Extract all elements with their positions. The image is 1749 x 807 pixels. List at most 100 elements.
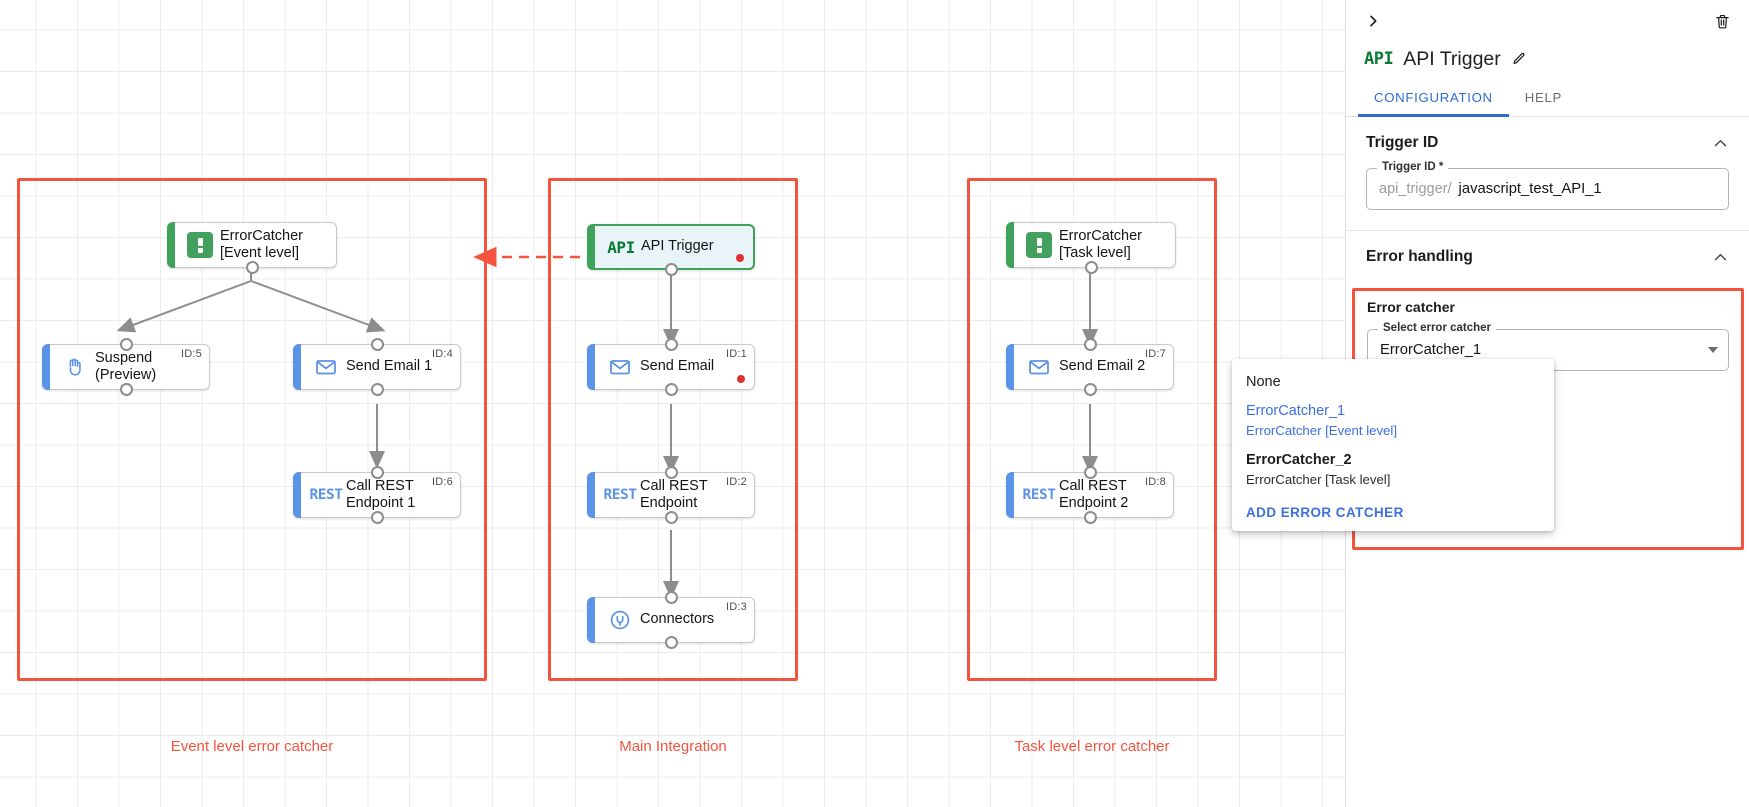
- node-port-in[interactable]: [664, 591, 678, 604]
- envelope-icon: [600, 355, 640, 379]
- envelope-icon: [306, 355, 346, 379]
- api-icon: API: [1364, 49, 1394, 69]
- node-port-in[interactable]: [664, 338, 678, 351]
- error-catcher-dropdown-menu[interactable]: None ErrorCatcher_1 ErrorCatcher [Event …: [1232, 359, 1554, 531]
- tab-help[interactable]: HELP: [1524, 90, 1562, 105]
- node-label: Call REST Endpoint 1: [346, 477, 416, 511]
- node-port-out[interactable]: [370, 383, 384, 396]
- group-frame-event-level[interactable]: [17, 178, 487, 681]
- tab-configuration[interactable]: CONFIGURATION: [1358, 90, 1509, 117]
- node-call-rest-endpoint-2[interactable]: REST Call REST Endpoint 2 ID:8: [1006, 466, 1174, 524]
- node-accent-bar: [167, 222, 175, 268]
- trigger-id-legend: Trigger ID *: [1377, 161, 1449, 173]
- dropdown-option-subtitle: ErrorCatcher [Task level]: [1246, 471, 1391, 487]
- node-port-out[interactable]: [664, 511, 678, 524]
- node-error-indicator: [736, 254, 744, 262]
- node-call-rest-endpoint-1[interactable]: REST Call REST Endpoint 1 ID:6: [293, 466, 461, 524]
- rest-icon: REST: [1022, 487, 1056, 503]
- node-send-email[interactable]: Send Email ID:1: [587, 338, 755, 396]
- group-frame-task-level[interactable]: [967, 178, 1217, 681]
- group-frame-main-integration[interactable]: [548, 178, 798, 681]
- node-id-label: ID:7: [1145, 348, 1166, 360]
- trigger-id-prefix: api_trigger/: [1379, 181, 1452, 197]
- dropdown-option-errorcatcher-1[interactable]: ErrorCatcher_1 ErrorCatcher [Event level…: [1232, 396, 1554, 445]
- node-accent-bar: [293, 472, 301, 518]
- dropdown-option-title: ErrorCatcher_2: [1246, 452, 1352, 469]
- node-label: Call REST Endpoint: [640, 477, 708, 511]
- section-title: Error handling: [1366, 248, 1473, 265]
- node-call-rest-endpoint[interactable]: REST Call REST Endpoint ID:2: [587, 466, 755, 524]
- add-error-catcher-button[interactable]: ADD ERROR CATCHER: [1246, 504, 1404, 520]
- api-icon: API: [607, 237, 635, 257]
- error-catcher-select-legend: Select error catcher: [1378, 322, 1497, 334]
- group-label-event-level: Event level error catcher: [170, 738, 334, 755]
- node-port-out[interactable]: [664, 383, 678, 396]
- trigger-id-input[interactable]: Trigger ID * api_trigger/ javascript_tes…: [1366, 161, 1729, 210]
- group-label-main-integration: Main Integration: [619, 738, 727, 755]
- node-label: Send Email: [640, 358, 715, 375]
- node-port-in[interactable]: [1083, 466, 1097, 479]
- section-divider: [1346, 230, 1749, 231]
- trigger-id-field-wrap: Trigger ID * api_trigger/ javascript_tes…: [1346, 152, 1749, 210]
- workflow-canvas[interactable]: Event level error catcher Main Integrati…: [0, 0, 1345, 807]
- node-id-label: ID:1: [726, 348, 747, 360]
- panel-title-row: API API Trigger: [1346, 42, 1749, 76]
- node-port-out[interactable]: [1084, 261, 1098, 274]
- panel-tabs: CONFIGURATION HELP: [1346, 90, 1749, 117]
- node-port-out[interactable]: [370, 511, 384, 524]
- node-port-out[interactable]: [119, 383, 133, 396]
- node-port-out[interactable]: [1083, 383, 1097, 396]
- node-error-catcher-event-level[interactable]: ErrorCatcher [Event level]: [167, 222, 337, 274]
- group-label-task-level: Task level error catcher: [1014, 738, 1170, 755]
- node-label: ErrorCatcher [Event level]: [220, 227, 303, 261]
- error-catcher-label: Error catcher: [1367, 299, 1455, 315]
- section-error-handling-header[interactable]: Error handling: [1346, 231, 1749, 266]
- node-suspend[interactable]: Suspend (Preview) ID:5: [42, 338, 210, 396]
- node-api-trigger[interactable]: API API Trigger: [587, 224, 755, 276]
- node-accent-bar: [587, 344, 595, 390]
- node-port-out[interactable]: [664, 263, 678, 276]
- node-label: Send Email 1: [346, 358, 433, 375]
- section-trigger-id-header[interactable]: Trigger ID: [1346, 117, 1749, 152]
- hand-icon: [55, 356, 95, 378]
- dropdown-option-subtitle: ErrorCatcher [Event level]: [1246, 422, 1397, 438]
- node-send-email-1[interactable]: Send Email 1 ID:4: [293, 338, 461, 396]
- node-label: Call REST Endpoint 2: [1059, 477, 1129, 511]
- caret-down-icon[interactable]: [1708, 347, 1718, 353]
- pencil-icon[interactable]: [1511, 51, 1527, 67]
- node-label: Send Email 2: [1059, 358, 1146, 375]
- node-send-email-2[interactable]: Send Email 2 ID:7: [1006, 338, 1174, 396]
- trigger-id-value: javascript_test_API_1: [1458, 181, 1602, 197]
- node-connectors[interactable]: Connectors ID:3: [587, 591, 755, 649]
- node-port-in[interactable]: [119, 338, 133, 351]
- node-port-in[interactable]: [664, 466, 678, 479]
- connectors-icon: [600, 608, 640, 632]
- node-accent-bar: [587, 224, 595, 270]
- node-id-label: ID:5: [181, 348, 202, 360]
- node-port-out[interactable]: [1083, 511, 1097, 524]
- chevron-up-icon[interactable]: [1712, 135, 1729, 152]
- page-title: API Trigger: [1403, 47, 1501, 70]
- dropdown-option-errorcatcher-2[interactable]: ErrorCatcher_2 ErrorCatcher [Task level]: [1232, 445, 1554, 494]
- trash-icon[interactable]: [1709, 8, 1735, 34]
- error-catcher-icon: [180, 232, 220, 258]
- rest-icon: REST: [309, 487, 343, 503]
- node-label: Connectors: [640, 611, 715, 628]
- node-accent-bar: [587, 597, 595, 643]
- node-id-label: ID:3: [726, 601, 747, 613]
- node-port-out[interactable]: [245, 261, 259, 274]
- node-label: Suspend (Preview): [95, 349, 157, 383]
- node-accent-bar: [42, 344, 50, 390]
- node-port-out[interactable]: [664, 636, 678, 649]
- dropdown-option-none[interactable]: None: [1232, 368, 1554, 396]
- node-port-in[interactable]: [370, 338, 384, 351]
- envelope-icon: [1019, 355, 1059, 379]
- node-error-catcher-task-level[interactable]: ErrorCatcher [Task level]: [1006, 222, 1176, 274]
- chevron-right-icon[interactable]: [1360, 8, 1386, 34]
- node-accent-bar: [1006, 344, 1014, 390]
- dropdown-option-title: ErrorCatcher_1: [1246, 403, 1346, 419]
- node-port-in[interactable]: [370, 466, 384, 479]
- node-port-in[interactable]: [1083, 338, 1097, 351]
- error-catcher-icon: [1019, 232, 1059, 258]
- chevron-up-icon[interactable]: [1712, 249, 1729, 266]
